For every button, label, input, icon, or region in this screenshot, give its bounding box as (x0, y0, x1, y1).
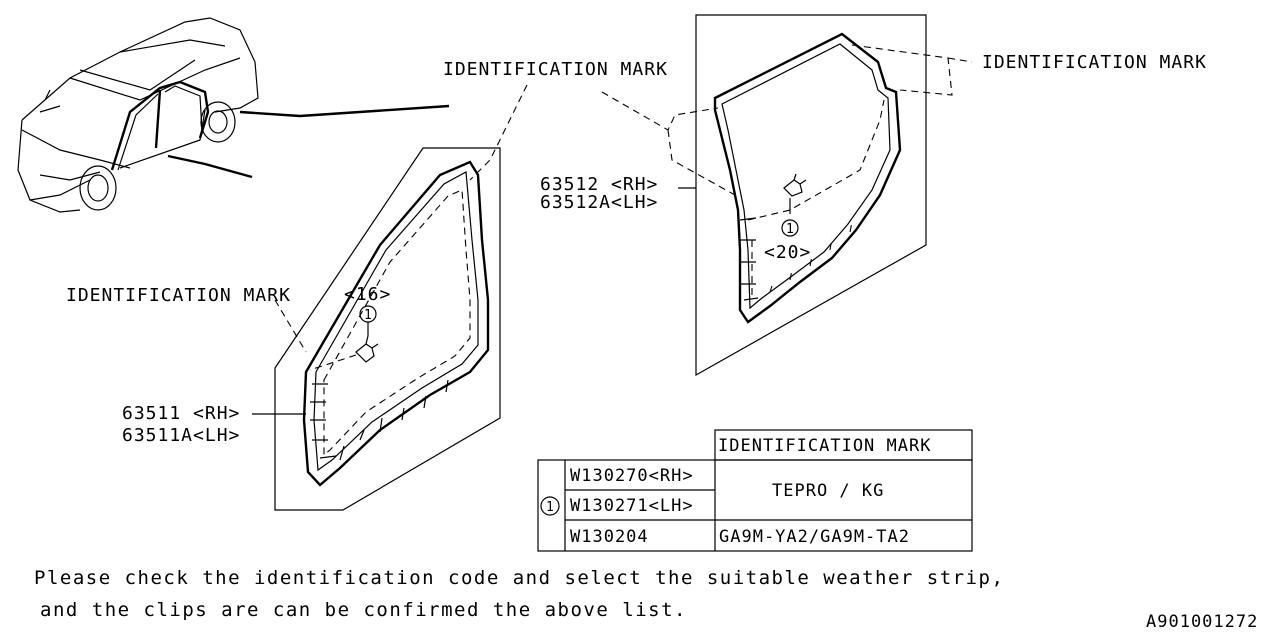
car-illustration (17, 17, 450, 213)
table-part-w130204: W130204 (570, 527, 649, 547)
callout-number-front: 1 (364, 308, 373, 323)
table-mark-tepro-kg: TEPRO / KG (772, 481, 884, 501)
id-mark-label-top-right: IDENTIFICATION MARK (982, 52, 1207, 73)
part-number-63512a-lh: 63512A<LH> (540, 192, 658, 213)
id-mark-label-left: IDENTIFICATION MARK (66, 285, 291, 306)
identification-table (537, 429, 973, 552)
id-mark-label-top-center: IDENTIFICATION MARK (443, 59, 668, 80)
part-number-63511a-lh: 63511A<LH> (122, 425, 240, 446)
table-mark-ga9m: GA9M-YA2/GA9M-TA2 (719, 527, 910, 547)
quantity-front-clips: <16> (344, 284, 391, 305)
rear-door-weather-strip (601, 14, 973, 377)
table-callout-number: 1 (546, 500, 555, 515)
table-part-w130270: W130270<RH> (570, 466, 694, 486)
quantity-rear-clips: <20> (764, 242, 811, 263)
table-header-identification-mark: IDENTIFICATION MARK (718, 436, 931, 456)
callout-circle-rear (781, 219, 799, 237)
callout-number-rear: 1 (786, 222, 795, 237)
note-line-1: Please check the identification code and… (34, 567, 1004, 589)
part-number-63511-rh: 63511 <RH> (122, 403, 240, 424)
table-part-w130271: W130271<LH> (570, 496, 694, 516)
part-number-63512-rh: 63512 <RH> (540, 174, 658, 195)
figure-id: A901001272 (1146, 612, 1258, 632)
callout-circle-front (359, 305, 377, 323)
front-door-weather-strip (274, 84, 528, 511)
note-line-2: and the clips are can be confirmed the a… (40, 599, 687, 621)
